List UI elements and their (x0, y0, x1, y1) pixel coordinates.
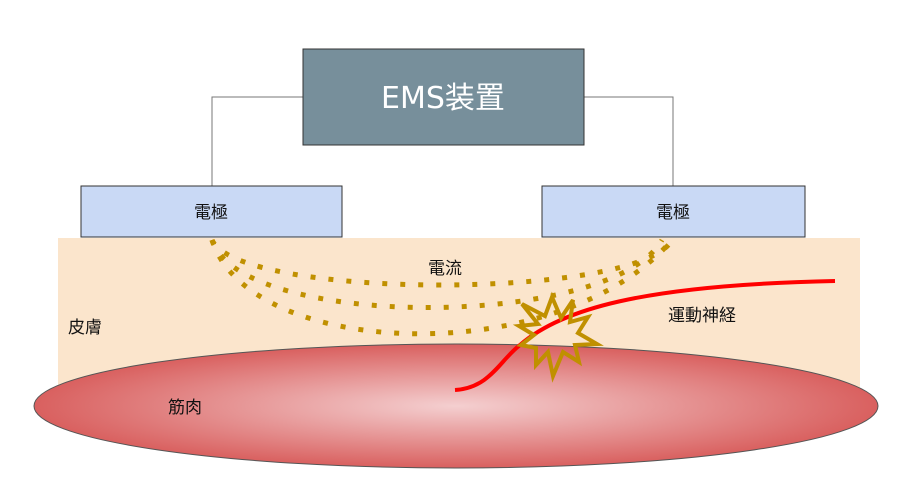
electrode-right (541, 185, 806, 238)
muscle (33, 343, 879, 469)
electrode-left (80, 185, 343, 238)
skin-label: 皮膚 (68, 318, 102, 338)
ems-device-label: EMS装置 (381, 81, 505, 116)
muscle-label: 筋肉 (168, 398, 202, 418)
motor-nerve (454, 279, 836, 392)
current-path-outer (209, 238, 674, 337)
current-label: 電流 (428, 259, 462, 279)
electrode-right-label: 電極 (656, 203, 690, 223)
ems-device-box (302, 48, 585, 146)
current-path-middle (209, 238, 665, 310)
stimulation-burst-icon (512, 291, 604, 383)
wire-right (584, 96, 674, 186)
motor-nerve-label: 運動神経 (668, 306, 736, 326)
electrode-left-label: 電極 (194, 203, 228, 223)
current-path-inner (209, 238, 675, 288)
wire-left (211, 96, 303, 186)
